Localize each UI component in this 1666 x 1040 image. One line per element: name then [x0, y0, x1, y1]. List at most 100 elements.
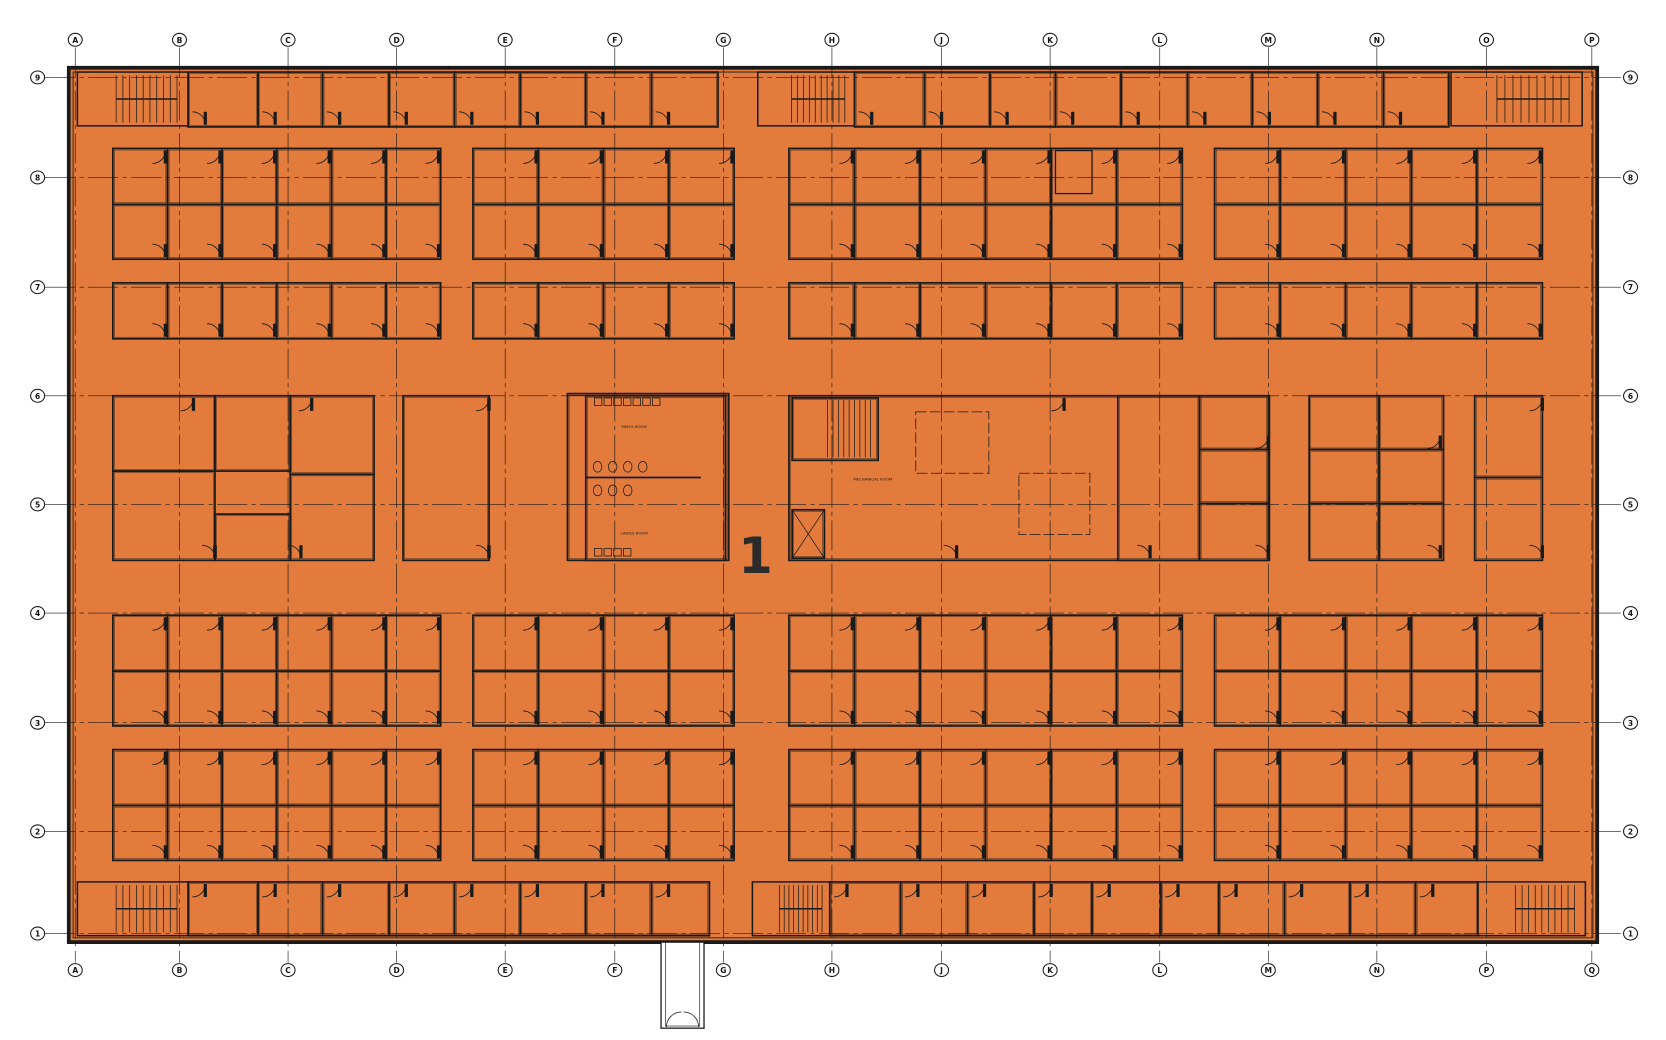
room-inner-wall	[223, 751, 276, 805]
room-inner-wall	[539, 616, 603, 670]
door-frame	[534, 845, 538, 859]
toilet-fixture	[592, 461, 603, 473]
room-inner-wall	[223, 284, 276, 338]
room-inner-wall	[1162, 883, 1218, 935]
grid-bubble-label: P	[1484, 966, 1490, 975]
room-inner-wall	[1310, 397, 1378, 449]
door-frame	[1276, 323, 1280, 337]
door-frame	[1112, 244, 1117, 258]
room-inner-wall	[278, 616, 331, 670]
room-inner-wall	[456, 883, 519, 935]
grid-bubble-circle	[824, 32, 840, 47]
room-inner-wall	[387, 205, 440, 258]
door-frame	[1538, 617, 1542, 631]
grid-bubble-label: 6	[1628, 392, 1633, 401]
room-inner-wall	[1285, 883, 1349, 935]
grid-bubble-label: 7	[35, 283, 40, 292]
grid-bubble-circle	[30, 715, 46, 730]
door-frame	[1178, 751, 1182, 765]
door-frame	[1538, 244, 1542, 258]
door-frame	[1267, 111, 1271, 125]
room	[791, 397, 880, 462]
door-frame	[338, 111, 342, 125]
door-frame	[218, 150, 222, 164]
door-frame	[1276, 751, 1280, 765]
room-inner-wall	[1310, 504, 1378, 559]
grid-bubble-circle	[1584, 32, 1600, 47]
door-frame	[218, 751, 222, 765]
door-frame	[601, 111, 605, 125]
door-frame	[382, 150, 386, 164]
door-frame	[599, 710, 603, 724]
door-frame	[1540, 397, 1545, 411]
room-inner-wall	[1384, 73, 1448, 126]
grid-bubble-label: O	[1483, 36, 1490, 45]
room-inner-wall	[521, 883, 585, 935]
grid-bubble-right-6: 6	[1623, 388, 1639, 403]
grid-bubble-circle	[934, 963, 950, 978]
grid-bubble-label: 6	[35, 392, 40, 401]
room-inner-wall	[1052, 672, 1116, 725]
room-inner-wall	[168, 672, 221, 725]
room-inner-wall	[1052, 205, 1116, 258]
grid-bubble-label: 1	[1628, 930, 1633, 939]
grid-bubble-left-2: 2	[30, 824, 46, 839]
grid-bubble-label: N	[1374, 36, 1380, 45]
door-frame	[327, 710, 331, 724]
room-inner-wall	[323, 73, 388, 126]
door-frame	[1300, 884, 1304, 897]
elevator-shaft-cross	[791, 509, 825, 559]
door-frame	[327, 323, 331, 337]
room	[1115, 281, 1184, 340]
door-frame	[534, 323, 538, 337]
room-inner-wall	[387, 284, 440, 338]
room-inner-wall	[1478, 751, 1541, 805]
room-inner-wall	[278, 751, 331, 805]
room-inner-wall	[1118, 205, 1181, 258]
door-frame	[1473, 323, 1477, 337]
door-frame	[1047, 150, 1051, 164]
grid-bubble-label: B	[177, 36, 183, 45]
room-inner-wall	[1412, 205, 1476, 258]
room-inner-wall	[1380, 504, 1443, 559]
room-inner-wall	[604, 284, 668, 338]
door-frame	[665, 150, 669, 164]
room-inner-wall	[291, 475, 373, 559]
door-frame	[1407, 845, 1411, 859]
grid-bubble-label: J	[939, 36, 943, 45]
room-inner-wall	[790, 751, 854, 805]
room	[667, 804, 735, 862]
grid-bubble-label: A	[72, 966, 78, 975]
entrance-vestibule[interactable]	[660, 941, 705, 1029]
lavatory-fixture	[603, 397, 612, 406]
room-inner-wall	[1476, 478, 1541, 559]
room-inner-wall	[1351, 883, 1415, 935]
grid-bubble-bottom-C: C	[280, 963, 296, 978]
grid-bubble-right-7: 7	[1623, 280, 1639, 295]
room-inner-wall	[1052, 284, 1116, 338]
door-frame	[163, 617, 167, 631]
door-frame	[870, 111, 874, 125]
grid-bubble-bottom-A: A	[67, 963, 83, 978]
grid-bubble-circle	[1623, 606, 1639, 621]
grid-bubble-label: C	[285, 36, 291, 45]
door-frame	[338, 884, 342, 897]
door-frame	[218, 323, 222, 337]
room-inner-wall	[1347, 284, 1410, 338]
door-frame	[1407, 150, 1411, 164]
door-frame	[981, 323, 986, 337]
room-inner-wall	[670, 751, 733, 805]
lavatory-fixture	[613, 397, 622, 406]
room-inner-wall	[387, 149, 440, 203]
room-inner-wall	[332, 672, 385, 725]
grid-bubble-top-D: D	[389, 32, 405, 47]
room-inner-wall	[1412, 616, 1476, 670]
door-frame	[273, 845, 277, 859]
grid-bubble-circle	[280, 963, 296, 978]
room-inner-wall	[652, 883, 708, 935]
grid-bubble-label: 2	[1628, 827, 1633, 836]
room-inner-wall	[987, 806, 1050, 859]
door-frame	[1047, 244, 1051, 258]
door-frame	[534, 244, 538, 258]
room-inner-wall	[332, 806, 385, 859]
